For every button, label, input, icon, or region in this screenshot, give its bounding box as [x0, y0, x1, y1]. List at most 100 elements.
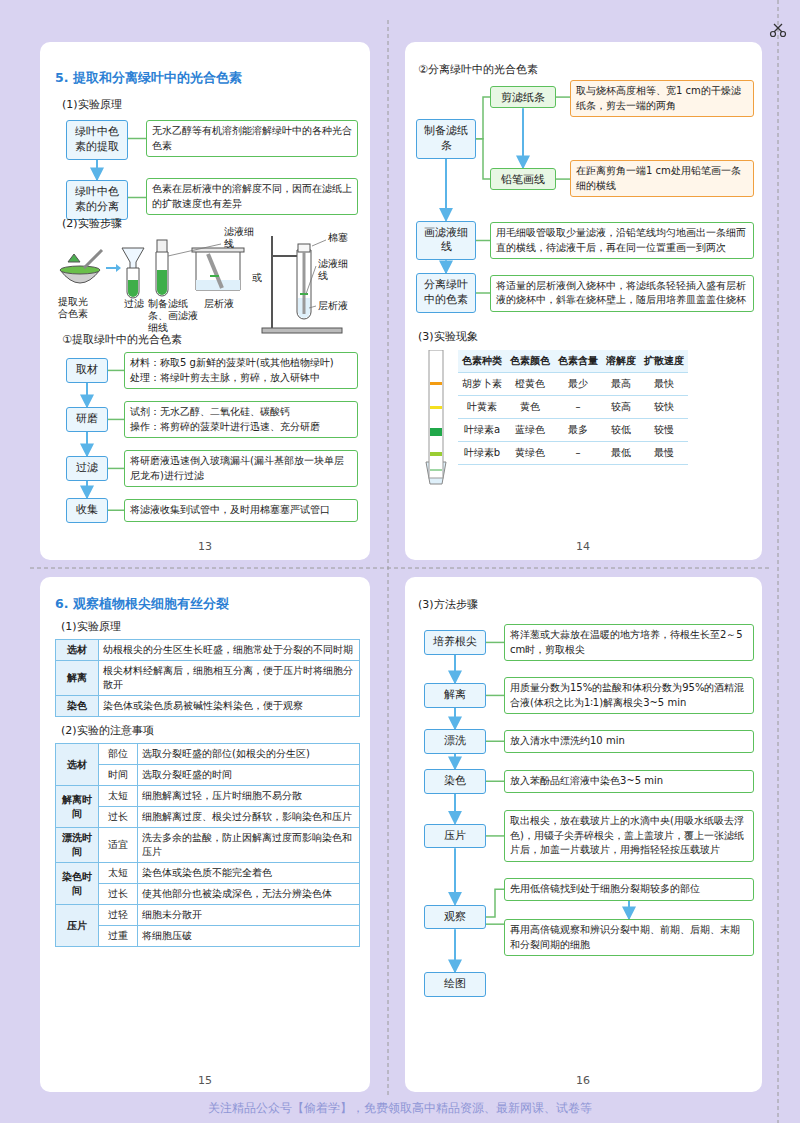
node-text: 研磨	[70, 412, 104, 427]
table-row: 过长使其他部分也被染成深色，无法分辨染色体	[56, 884, 360, 905]
table-cell: 幼根根尖的分生区生长旺盛，细胞常处于分裂的不同时期	[99, 640, 360, 661]
figure-label: 滤液细线	[224, 226, 254, 250]
section-heading: ②分离绿叶中的光合色素	[418, 62, 538, 77]
table-cell: 色素含量	[554, 350, 602, 373]
text-box: 试剂：无水乙醇、二氧化硅、碳酸钙操作：将剪碎的菠菜叶进行迅速、充分研磨	[124, 401, 358, 438]
table-cell: 最多	[554, 419, 602, 442]
table-cell: 压片	[56, 905, 99, 947]
table-cell: 细胞解离过度、根尖过分酥软，影响染色和压片	[138, 807, 360, 828]
text-box: 放入苯酚品红溶液中染色3~5 min	[504, 770, 754, 793]
connector-line	[556, 96, 570, 98]
figure-label: 层析液	[318, 300, 348, 312]
table-cell: 染色时间	[56, 863, 99, 905]
table-row: 选材部位选取分裂旺盛的部位(如根尖的分生区)	[56, 744, 360, 765]
section-heading: (2)实验的注意事项	[61, 723, 360, 738]
step-box: 过滤	[66, 456, 108, 481]
text-box: 将洋葱或大蒜放在温暖的地方培养，待根生长至2～5 cm时，剪取根尖	[504, 624, 754, 661]
node-text: 观察	[428, 910, 482, 925]
node-text: 将洋葱或大蒜放在温暖的地方培养，待根生长至2～5 cm时，剪取根尖	[510, 628, 748, 657]
figure-label: 层析液	[204, 298, 234, 310]
table-cell: 最快	[640, 373, 688, 396]
table-row: 选材幼根根尖的分生区生长旺盛，细胞常处于分裂的不同时期	[56, 640, 360, 661]
table-row: 漂洗时间适宜洗去多余的盐酸，防止因解离过度而影响染色和压片	[56, 828, 360, 863]
connector-line	[486, 781, 504, 783]
table-cell: 较慢	[640, 419, 688, 442]
text-box: 无水乙醇等有机溶剂能溶解绿叶中的各种光合色素	[146, 120, 358, 157]
node-text: 操作：将剪碎的菠菜叶进行迅速、充分研磨	[130, 420, 352, 435]
node-text: 剪滤纸条	[494, 90, 552, 104]
connector-line	[476, 139, 490, 179]
note-box: 取与烧杯高度相等、宽1 cm的干燥滤纸条，剪去一端的两角	[570, 80, 754, 117]
table-row: 染色染色体或染色质易被碱性染料染色，便于观察	[56, 696, 360, 717]
node-text: 处理：将绿叶剪去主脉，剪碎，放入研钵中	[130, 371, 352, 386]
table-cell: 解离	[56, 661, 99, 696]
table-cell: 适宜	[99, 828, 138, 863]
figure-label: 制备滤纸条、画滤液细线	[148, 298, 200, 334]
connector-line	[476, 97, 490, 139]
table-cell: 蓝绿色	[506, 419, 554, 442]
table-row: 时间选取分裂旺盛的时间	[56, 765, 360, 786]
table-cell: 洗去多余的盐酸，防止因解离过度而影响染色和压片	[138, 828, 360, 863]
table-row: 胡萝卜素橙黄色最少最高最快	[458, 373, 688, 396]
flow-arrow	[454, 708, 456, 729]
step-box: 取材	[66, 358, 108, 383]
table-cell: 将细胞压破	[138, 926, 360, 947]
text-box: 将适量的层析液倒入烧杯中，将滤纸条轻轻插入盛有层析液的烧杯中，斜靠在烧杯壁上，随…	[490, 275, 754, 312]
node-text: 制备滤纸条	[420, 124, 472, 154]
table-cell: 过轻	[99, 905, 138, 926]
node-text: 染色	[428, 774, 482, 789]
table-cell: 过长	[99, 884, 138, 905]
text-box: 将研磨液迅速倒入玻璃漏斗(漏斗基部放一块单层尼龙布)进行过滤	[124, 450, 358, 487]
flow-arrow	[445, 260, 447, 273]
node-text: 先用低倍镜找到处于细胞分裂期较多的部位	[510, 882, 748, 897]
step-box: 解离	[424, 683, 486, 708]
page-number: 16	[568, 1074, 598, 1087]
node-text: 铅笔画线	[494, 172, 552, 186]
table-cell: 最低	[602, 442, 640, 465]
result-table: 色素种类色素颜色色素含量溶解度扩散速度胡萝卜素橙黄色最少最高最快叶黄素黄色–较高…	[458, 350, 688, 465]
table-cell: 叶黄素	[458, 396, 506, 419]
node-text: 将研磨液迅速倒入玻璃漏斗(漏斗基部放一块单层尼龙布)进行过滤	[130, 454, 352, 483]
table-cell: 解离时间	[56, 786, 99, 828]
step-box: 绿叶中色素的分离	[66, 180, 128, 220]
table-row: 叶绿素a蓝绿色最多较低较慢	[458, 419, 688, 442]
panel-heading: 5. 提取和分离绿叶中的光合色素	[55, 70, 242, 87]
table-cell: 色素种类	[458, 350, 506, 373]
table-cell: 较快	[640, 396, 688, 419]
flow-arrow	[86, 383, 88, 407]
table-cell: 细胞解离过轻，压片时细胞不易分散	[138, 786, 360, 807]
figure-label: 提取光合色素	[58, 296, 94, 320]
flow-arrow	[522, 108, 524, 168]
table-row: 过长细胞解离过度、根尖过分酥软，影响染色和压片	[56, 807, 360, 828]
node-text: 无水乙醇等有机溶剂能溶解绿叶中的各种光合色素	[152, 124, 352, 153]
table-cell: 染色体或染色质不能完全着色	[138, 863, 360, 884]
node-text: 取与烧杯高度相等、宽1 cm的干燥滤纸条，剪去一端的两角	[576, 84, 748, 113]
step-box: 观察	[424, 905, 486, 930]
node-text: 分离绿叶中的色素	[420, 278, 472, 308]
connector-line	[486, 695, 504, 697]
table-cell: 最少	[554, 373, 602, 396]
table-cell: 较低	[602, 419, 640, 442]
text-box: 用毛细吸管吸取少量滤液，沿铅笔线均匀地画出一条细而直的横线，待滤液干后，再在同一…	[490, 222, 754, 259]
node-text: 放入清水中漂洗约10 min	[510, 734, 748, 749]
node-text: 取出根尖，放在载玻片上的水滴中央(用吸水纸吸去浮色)，用镊子尖弄碎根尖，盖上盖玻…	[510, 814, 748, 858]
table-row: 叶绿素b黄绿色–最低最慢	[458, 442, 688, 465]
text-box: 放入清水中漂洗约10 min	[504, 730, 754, 753]
table-cell: 选材	[56, 640, 99, 661]
table-cell: 太短	[99, 863, 138, 884]
figure-label: 或	[252, 272, 262, 284]
section-heading: (1)实验原理	[62, 97, 122, 112]
section-heading: ①提取绿叶中的光合色素	[62, 332, 182, 347]
table-cell: 叶绿素b	[458, 442, 506, 465]
node-text: 用毛细吸管吸取少量滤液，沿铅笔线均匀地画出一条细而直的横线，待滤液干后，再在同一…	[496, 226, 748, 255]
flow-arrow	[445, 159, 447, 221]
page-number: 14	[568, 540, 598, 553]
table-row: 解离时间太短细胞解离过轻，压片时细胞不易分散	[56, 786, 360, 807]
section-heading: (3)方法步骤	[418, 597, 478, 612]
connector-line	[556, 178, 570, 180]
table-cell: 染色	[56, 696, 99, 717]
figure-label: 棉塞	[328, 232, 348, 244]
table-cell: 使其他部分也被染成深色，无法分辨染色体	[138, 884, 360, 905]
table-cell: 最高	[602, 373, 640, 396]
step-box: 漂洗	[424, 729, 486, 754]
